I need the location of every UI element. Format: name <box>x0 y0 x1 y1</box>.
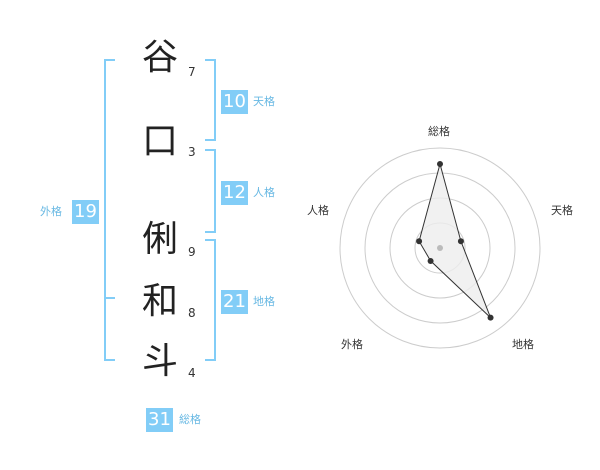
stroke-count-1: 7 <box>188 65 196 79</box>
stroke-count-2: 3 <box>188 145 196 159</box>
name-char-3: 俐 <box>141 219 178 260</box>
radar-polygon <box>418 162 491 318</box>
chikaku-bracket <box>205 239 216 361</box>
jinkaku-value-badge: 12 <box>221 181 248 205</box>
radar-axis-label-tenkaku: 天格 <box>551 204 573 217</box>
radar-point-5 <box>416 238 423 245</box>
name-char-5: 斗 <box>141 341 178 382</box>
radar-point-1 <box>437 161 443 167</box>
chikaku-value-badge: 21 <box>221 290 248 314</box>
tenkaku-bracket <box>205 59 216 141</box>
stroke-count-3: 9 <box>188 245 196 259</box>
name-char-2: 口 <box>141 121 178 162</box>
radar-center-dot <box>437 245 443 251</box>
jinkaku-bracket <box>205 149 216 233</box>
jinkaku-label: 人格 <box>253 186 275 199</box>
chikaku-label: 地格 <box>253 295 275 308</box>
name-char-1: 谷 <box>141 37 178 78</box>
radar-point-3 <box>487 314 494 321</box>
radar-axis-label-soukaku: 総格 <box>428 125 450 138</box>
radar-point-4 <box>427 257 434 264</box>
tenkaku-value-badge: 10 <box>221 90 248 114</box>
gaikaku-value-badge: 19 <box>72 200 99 224</box>
radar-axis-label-gaikaku: 外格 <box>341 338 363 351</box>
radar-ring-4 <box>339 147 541 349</box>
stroke-count-4: 8 <box>188 306 196 320</box>
name-char-4: 和 <box>141 281 178 322</box>
radar-axis-label-chikaku: 地格 <box>512 338 534 351</box>
gaikaku-bracket <box>104 59 115 361</box>
tenkaku-label: 天格 <box>253 95 275 108</box>
soukaku-value-badge: 31 <box>146 408 173 432</box>
stroke-count-5: 4 <box>188 366 196 380</box>
radar-axis-label-jinkaku: 人格 <box>307 204 329 217</box>
radar-point-2 <box>457 238 464 245</box>
soukaku-label: 総格 <box>179 413 201 426</box>
gaikaku-label: 外格 <box>40 205 62 218</box>
